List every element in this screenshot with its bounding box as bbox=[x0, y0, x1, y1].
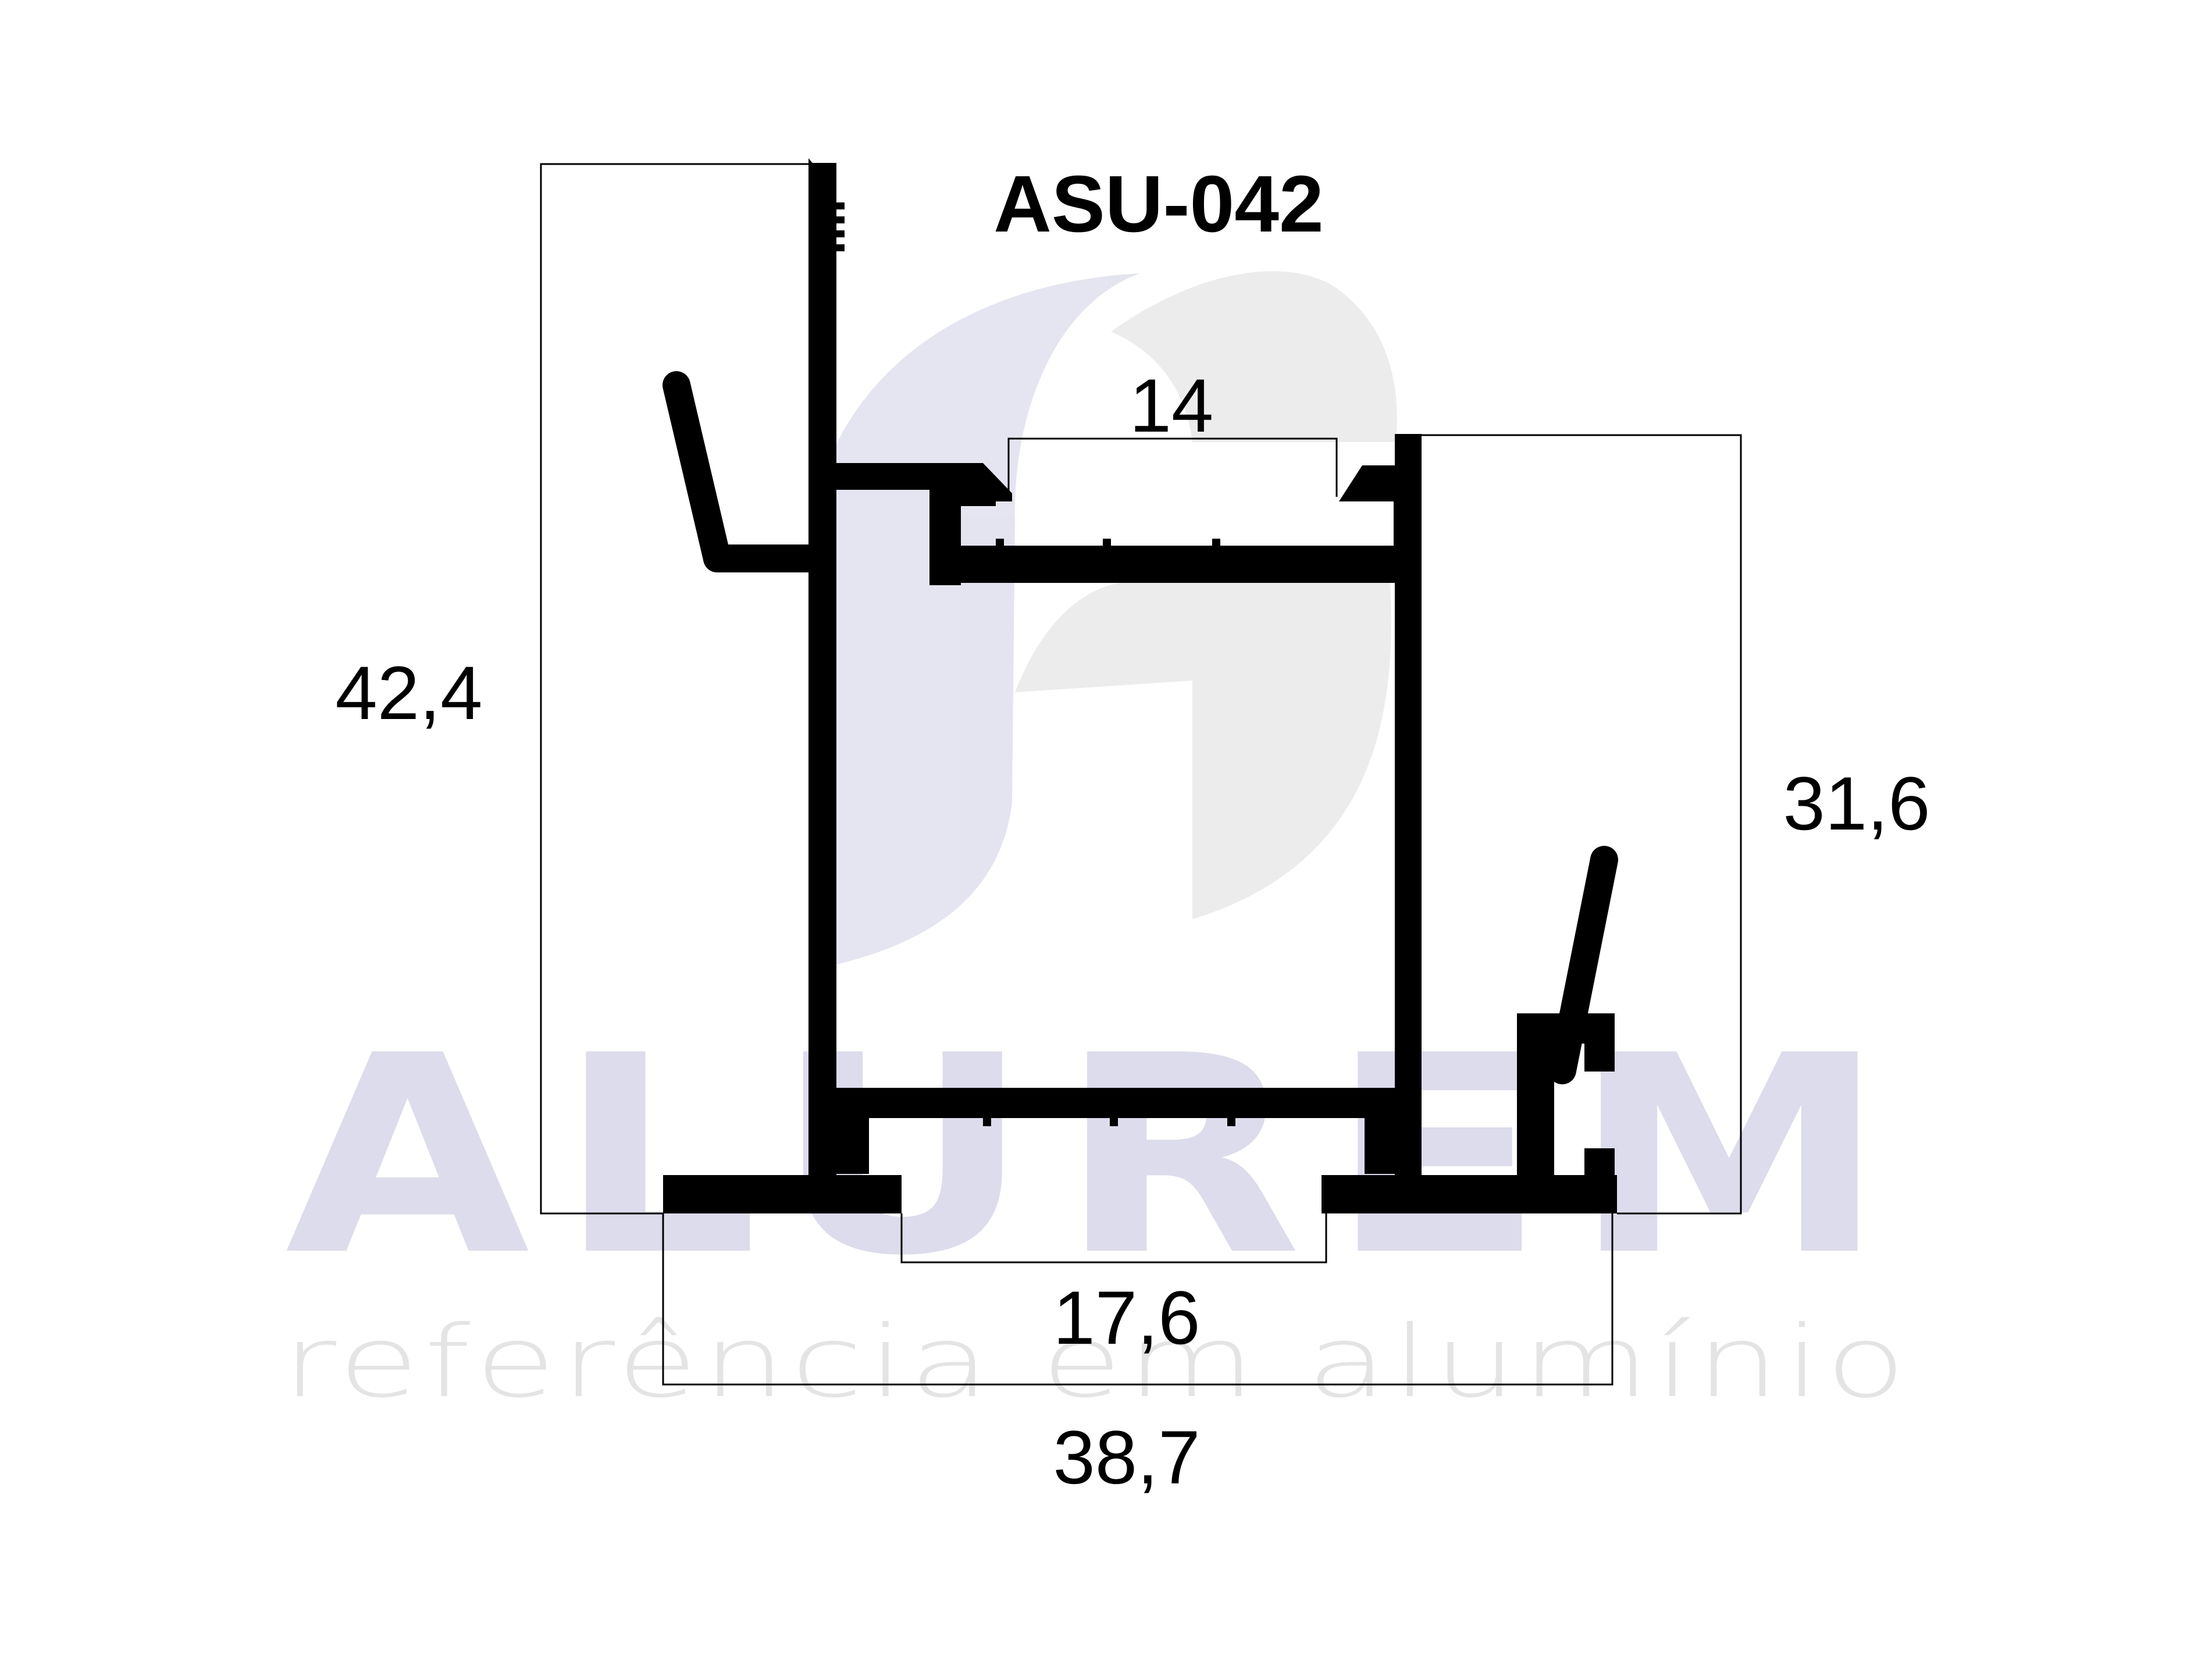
dimension-line-bottom-gap bbox=[900, 1213, 1327, 1263]
dimension-label-right-height: 31,6 bbox=[1783, 761, 1930, 846]
watermark-brand: ALUREM bbox=[285, 997, 1914, 1315]
watermark-logo-mark bbox=[832, 271, 1397, 966]
watermark-slogan: referência em alumínio bbox=[282, 1305, 1911, 1420]
aluminium-profile bbox=[662, 158, 1618, 1213]
dimension-lines bbox=[540, 163, 1742, 1386]
dimension-line-total-height bbox=[540, 163, 808, 1215]
dimension-label-total-width: 38,7 bbox=[1053, 1415, 1200, 1500]
profile-code-title: ASU-042 bbox=[993, 159, 1324, 249]
dimension-line-right-height bbox=[1422, 434, 1742, 1215]
dimension-label-bottom-gap: 17,6 bbox=[1053, 1275, 1200, 1360]
dimension-label-top-gap: 14 bbox=[1130, 363, 1214, 448]
dimension-line-total-width bbox=[662, 1213, 1613, 1386]
watermark: ALUREM referência em alumínio bbox=[282, 271, 1914, 1420]
dimension-label-total-height: 42,4 bbox=[335, 650, 482, 735]
dimension-line-top-gap bbox=[1007, 437, 1338, 497]
